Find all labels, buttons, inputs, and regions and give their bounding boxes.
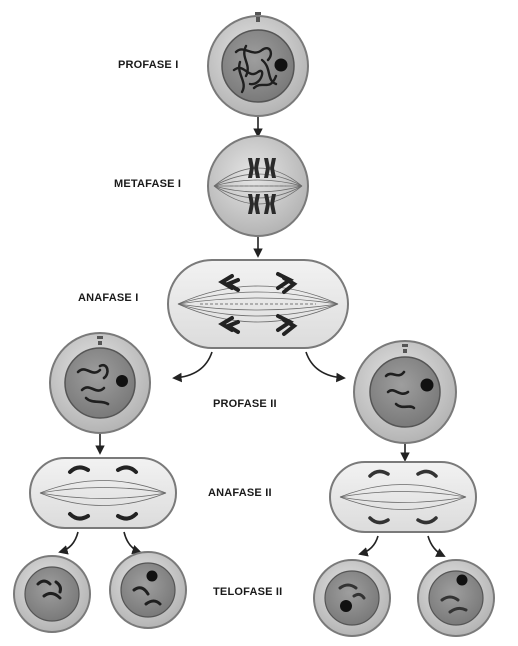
label-prophase2: PROFASE II — [213, 398, 277, 410]
label-metaphase1: METAFASE I — [114, 178, 182, 190]
prophase2-right-cell — [353, 340, 457, 444]
chromosome-pairs — [248, 158, 276, 214]
centrosome-icon — [255, 12, 261, 22]
telophase2-cell-2 — [109, 551, 187, 629]
label-prophase1: PROFASE I — [118, 59, 179, 71]
telophase2-cell-3 — [313, 559, 391, 637]
chromatin-threads — [232, 44, 278, 94]
label-anaphase2: ANAFASE II — [208, 487, 272, 499]
arrow-anaphase1-to-left — [172, 351, 213, 383]
anaphase2-right-cell — [329, 461, 477, 533]
prophase2-left-cell — [49, 332, 151, 434]
arrow-anaphase2-right-to-telophase-b — [427, 535, 446, 557]
anaphase1-cell — [167, 259, 349, 349]
telophase2-cell-4 — [417, 559, 495, 637]
prophase1-cell — [207, 12, 309, 117]
separating-chromosomes — [218, 272, 298, 336]
arrow-anaphase1-to-right — [305, 351, 346, 383]
label-anaphase1: ANAFASE I — [78, 292, 139, 304]
spindle-fibers — [177, 285, 339, 323]
label-telophase2: TELOFASE II — [213, 586, 283, 598]
arrow-anaphase2-left-to-telophase-b — [123, 531, 142, 555]
arrow-anaphase2-right-to-telophase-a — [358, 535, 379, 557]
telophase2-cell-1 — [13, 555, 91, 633]
arrow-anaphase2-left-to-telophase-a — [58, 531, 79, 555]
metaphase1-cell — [207, 135, 309, 237]
anaphase2-left-cell — [29, 457, 177, 529]
nucleolus — [274, 58, 288, 72]
